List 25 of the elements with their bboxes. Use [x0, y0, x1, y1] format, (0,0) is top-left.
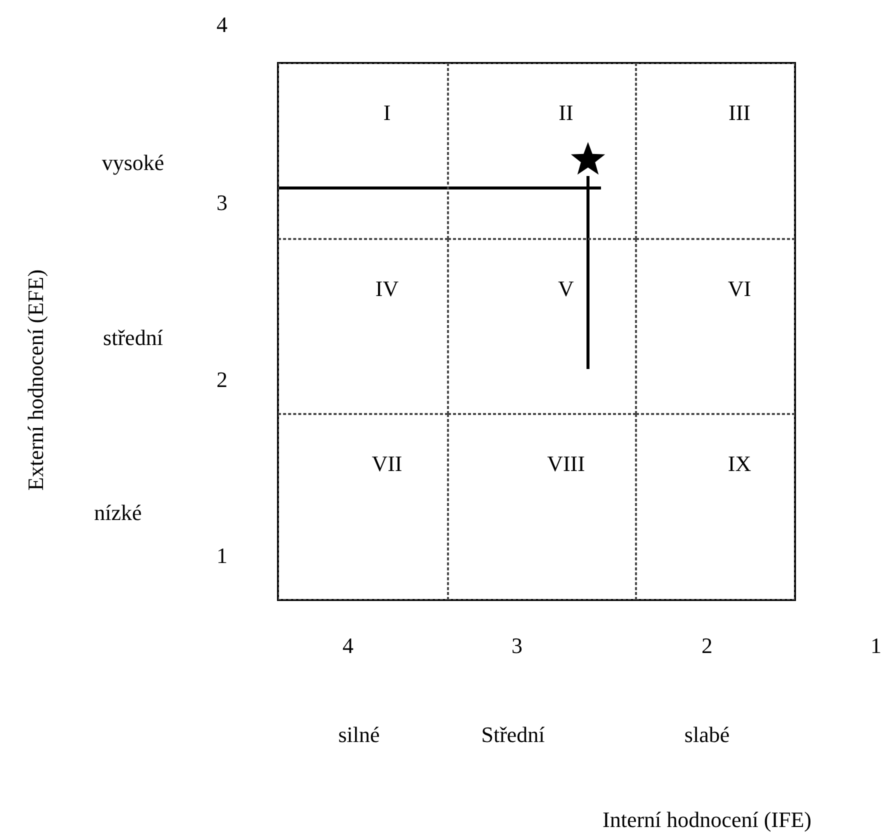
tick-label: 3 — [216, 190, 228, 216]
matrix-cell: VII — [278, 414, 448, 600]
axis-title: Interní hodnocení (IFE) — [602, 807, 812, 833]
tick-label: 2 — [216, 367, 228, 393]
level-label: nízké — [94, 500, 142, 526]
tick-label: 4 — [216, 12, 228, 38]
level-label: vysoké — [102, 150, 164, 176]
matrix-cell: VIII — [448, 414, 636, 600]
level-label: Střední — [481, 722, 545, 748]
matrix-cell: IX — [636, 414, 795, 600]
tick-label: 3 — [512, 633, 522, 659]
matrix-cell: V — [448, 239, 636, 414]
tick-label: 2 — [702, 633, 712, 659]
level-label: silné — [338, 722, 380, 748]
matrix-cell: III — [636, 63, 795, 239]
axis-title: Externí hodnocení (EFE) — [23, 269, 49, 491]
level-label: střední — [103, 325, 163, 351]
level-label: slabé — [684, 722, 730, 748]
matrix-cell: VI — [636, 239, 795, 414]
matrix-cell: IV — [278, 239, 448, 414]
matrix-cell: II — [448, 63, 636, 239]
tick-label: 1 — [870, 633, 882, 659]
tick-label: 4 — [342, 633, 354, 659]
tick-label: 1 — [216, 543, 228, 569]
matrix-cell: I — [278, 63, 448, 239]
